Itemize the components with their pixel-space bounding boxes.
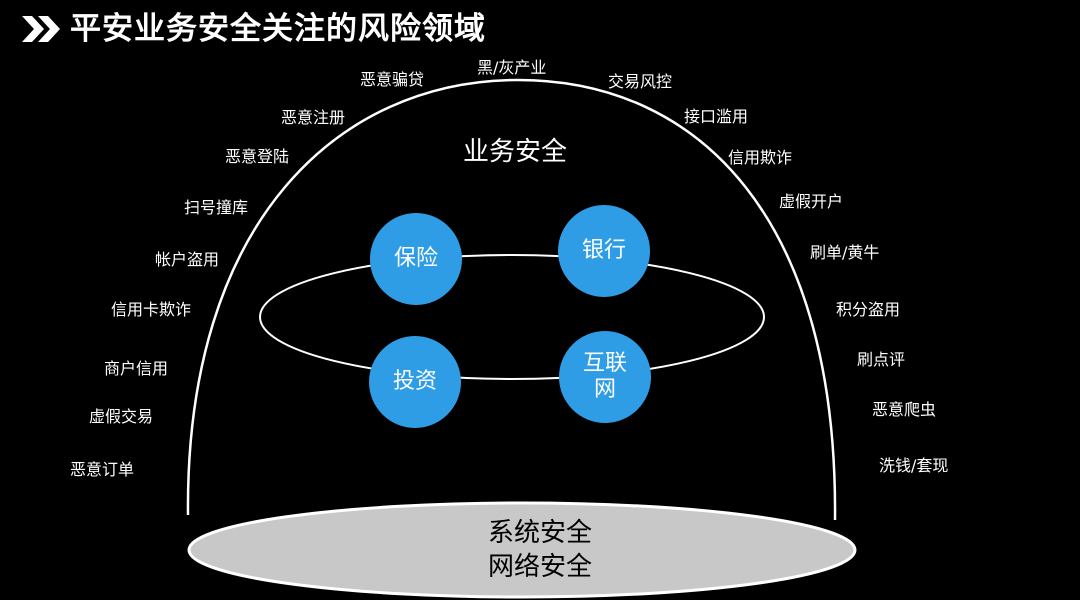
risk-label: 恶意骗贷 <box>360 70 425 89</box>
bubble-investment: 投资 <box>369 336 461 428</box>
risk-label: 信用欺诈 <box>728 148 793 167</box>
risk-label: 刷单/黄牛 <box>810 243 880 262</box>
network-security-label: 网络安全 <box>487 552 592 582</box>
bubble-bank-label: 银行 <box>581 238 626 263</box>
bubble-insurance-label: 保险 <box>393 246 438 271</box>
orbit-ellipse <box>259 254 765 380</box>
risk-label: 信用卡欺诈 <box>111 300 192 319</box>
risk-label: 恶意订单 <box>70 460 135 479</box>
risk-label: 商户信用 <box>104 359 169 378</box>
risk-label: 恶意注册 <box>281 108 346 127</box>
bubble-insurance: 保险 <box>370 213 462 305</box>
risk-label: 帐户盗用 <box>155 250 220 269</box>
bubble-investment-label: 投资 <box>392 369 437 394</box>
risk-label: 交易风控 <box>608 72 673 91</box>
bubble-internet: 互联网 <box>559 331 651 423</box>
page-title: 平安业务安全关注的风险领域 <box>70 11 486 47</box>
risk-label: 刷点评 <box>857 350 906 369</box>
risk-label: 虚假交易 <box>89 407 154 426</box>
risk-label: 虚假开户 <box>779 192 844 211</box>
risk-label: 扫号撞库 <box>184 198 249 217</box>
bubble-bank: 银行 <box>558 205 650 297</box>
base-ellipse <box>187 501 857 599</box>
chevron-icon <box>22 16 60 42</box>
risk-label: 洗钱/套现 <box>879 456 949 475</box>
risk-label: 恶意爬虫 <box>872 400 937 419</box>
risk-label: 恶意登陆 <box>225 147 290 166</box>
business-security-label: 业务安全 <box>462 137 567 167</box>
risk-label: 黑/灰产业 <box>477 58 547 77</box>
bubble-internet-label: 互联网 <box>582 351 627 402</box>
risk-label: 积分盗用 <box>836 300 901 319</box>
system-security-label: 系统安全 <box>487 518 592 548</box>
risk-label: 接口滥用 <box>684 107 749 126</box>
dome-outline <box>186 78 837 521</box>
